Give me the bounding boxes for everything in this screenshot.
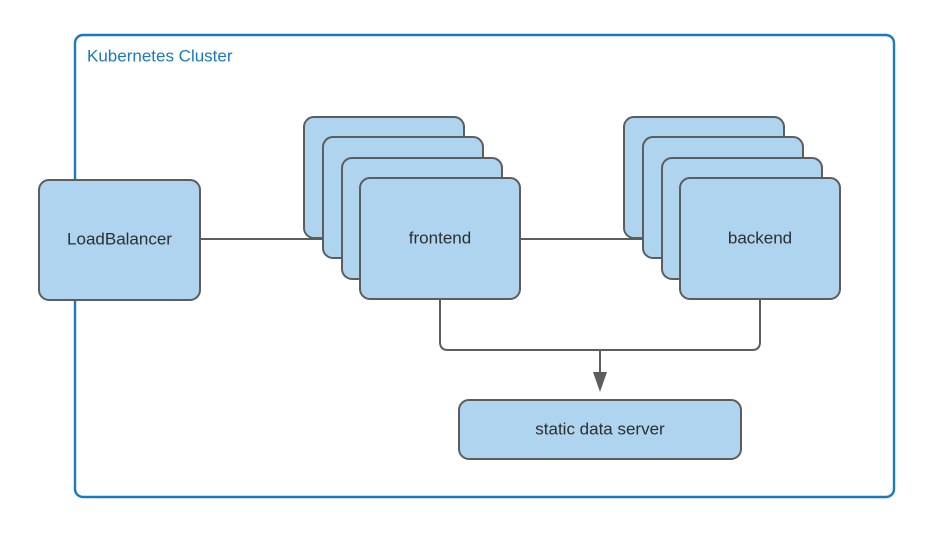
edge-frontend-to-static[interactable]	[439, 299, 600, 351]
node-loadbalancer[interactable]: LoadBalancer	[38, 179, 201, 301]
loadbalancer-box[interactable]	[38, 179, 201, 301]
node-backend[interactable]: backend	[623, 116, 841, 300]
edge-backend-to-static[interactable]	[600, 299, 761, 351]
node-static-data-server[interactable]: static data server	[458, 399, 742, 460]
node-frontend[interactable]: frontend	[303, 116, 521, 300]
cluster-label: Kubernetes Cluster	[87, 46, 233, 65]
static-data-server-box[interactable]	[458, 399, 742, 460]
arrowhead-icon	[593, 372, 607, 392]
backend-replica-card-1[interactable]	[679, 177, 841, 300]
frontend-replica-card-1[interactable]	[359, 177, 521, 300]
edge-merged-to-static[interactable]	[593, 350, 607, 392]
